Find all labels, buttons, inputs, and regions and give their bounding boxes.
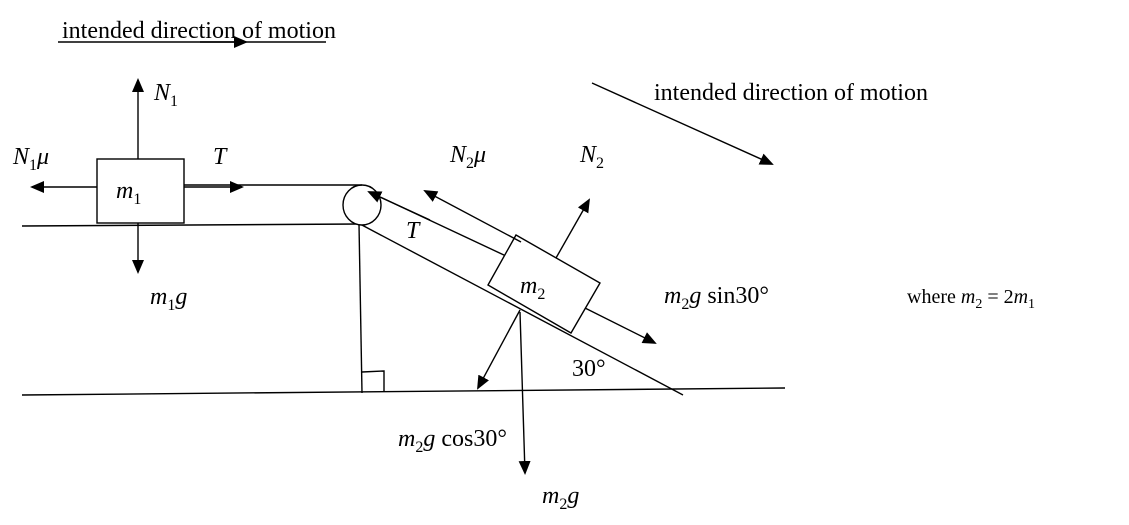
- pulley: [342, 184, 382, 226]
- motion-label-top: intended direction of motion: [62, 18, 336, 44]
- block-m2: [487, 234, 601, 334]
- arrow-friction-m2: [423, 190, 522, 243]
- label-n2: N2: [579, 142, 604, 172]
- block-m1: [96, 158, 185, 224]
- incline-angle-label: 30°: [572, 356, 606, 382]
- ground-line: [21, 387, 786, 396]
- right-angle-mark: [361, 370, 385, 392]
- label-weight-m2: m2g: [542, 483, 579, 513]
- table-leg: [358, 223, 363, 394]
- block-m2-label: m2: [520, 273, 545, 303]
- arrow-tension-m2: [367, 191, 431, 221]
- arrow-n2: [555, 198, 590, 259]
- label-tension-m2: T: [406, 218, 421, 244]
- mass-relation: where m2 = 2m1: [907, 286, 1035, 312]
- table-surface: [21, 223, 361, 227]
- label-friction-m1: N1μ: [12, 144, 49, 174]
- arrow-perpendicular-m2: [477, 309, 521, 390]
- incline-surface: [359, 223, 684, 396]
- arrow-parallel-m2: [584, 307, 657, 344]
- block-m1-label: m1: [116, 178, 141, 208]
- label-n1: N1: [153, 80, 178, 110]
- motion-arrow-right: [591, 82, 774, 165]
- label-tension-m1: T: [213, 144, 228, 170]
- arrow-weight-m2: [518, 311, 531, 475]
- label-friction-m2: N2μ: [449, 142, 486, 172]
- motion-label-right: intended direction of motion: [654, 80, 928, 106]
- label-weight-m1: m1g: [150, 284, 187, 314]
